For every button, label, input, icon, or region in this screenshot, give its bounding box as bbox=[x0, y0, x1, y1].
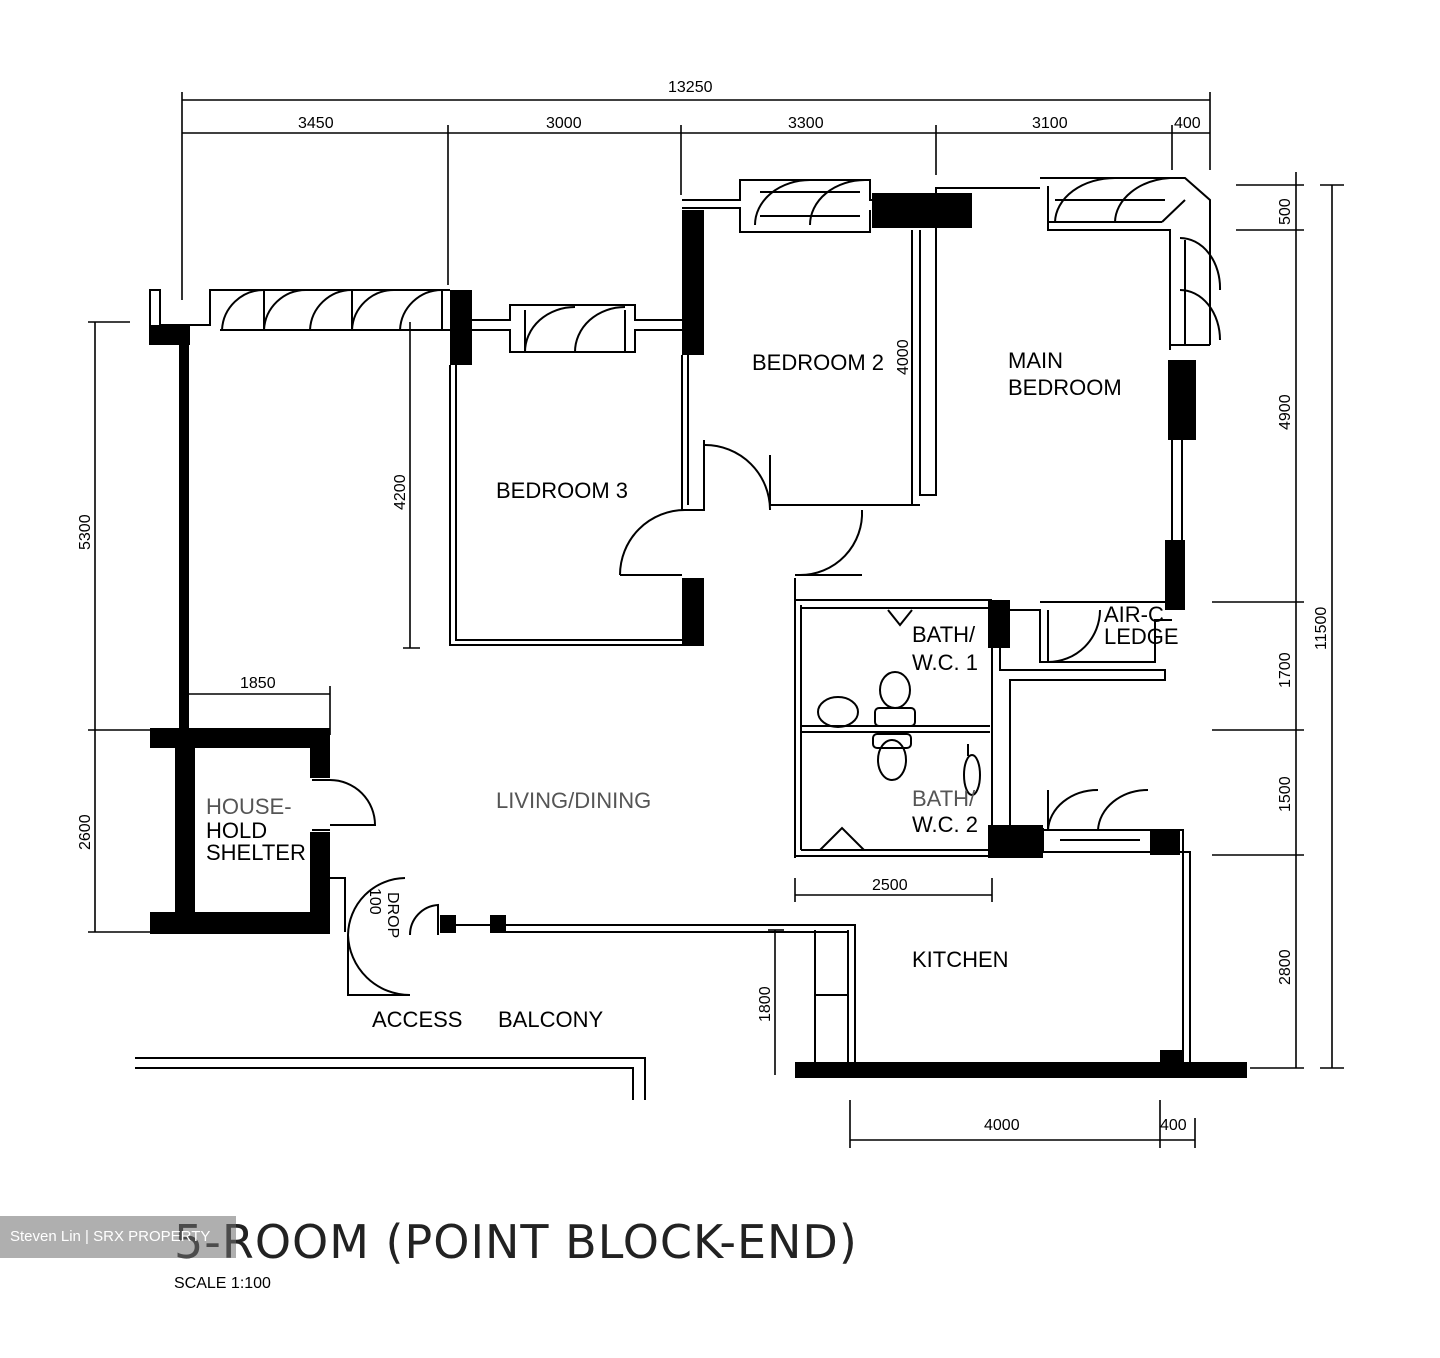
label-drop: DROP bbox=[384, 892, 401, 938]
dim-500: 500 bbox=[1277, 198, 1294, 225]
dim-3300: 3300 bbox=[788, 115, 824, 132]
label-main-bedroom-2: BEDROOM bbox=[1008, 375, 1122, 400]
label-balcony: BALCONY bbox=[498, 1007, 603, 1032]
dim-2500: 2500 bbox=[872, 877, 908, 894]
dim-3100: 3100 bbox=[1032, 115, 1068, 132]
dim-400-bottom: 400 bbox=[1160, 1117, 1187, 1134]
room-labels: BEDROOM 2 BEDROOM 3 MAIN BEDROOM BATH/ W… bbox=[206, 348, 1179, 1032]
dim-3000: 3000 bbox=[546, 115, 582, 132]
dim-4900: 4900 bbox=[1277, 394, 1294, 430]
label-bath-1-b: W.C. 1 bbox=[912, 650, 978, 675]
dim-2800: 2800 bbox=[1277, 949, 1294, 985]
dim-total-width: 13250 bbox=[668, 79, 713, 96]
plan-title: 5-ROOM (POINT BLOCK-END) bbox=[174, 1215, 858, 1269]
label-bath-2-b: W.C. 2 bbox=[912, 812, 978, 837]
label-bedroom-3: BEDROOM 3 bbox=[496, 478, 628, 503]
dim-1500: 1500 bbox=[1277, 776, 1294, 812]
plan-scale: SCALE 1:100 bbox=[174, 1275, 271, 1292]
label-access: ACCESS bbox=[372, 1007, 462, 1032]
dim-11500: 11500 bbox=[1313, 607, 1330, 650]
label-drop-100: 100 bbox=[366, 888, 383, 915]
label-aircon-ledge-b: LEDGE bbox=[1104, 624, 1179, 649]
dim-2600: 2600 bbox=[77, 814, 94, 850]
dim-4200: 4200 bbox=[392, 474, 409, 510]
dim-1850: 1850 bbox=[240, 675, 276, 692]
label-kitchen: KITCHEN bbox=[912, 947, 1009, 972]
dim-5300: 5300 bbox=[77, 514, 94, 550]
label-bath-2-a: BATH/ bbox=[912, 786, 976, 811]
dim-4000-bottom: 4000 bbox=[984, 1117, 1020, 1134]
watermark: Steven Lin | SRX PROPERTY bbox=[0, 1216, 236, 1258]
dim-1700: 1700 bbox=[1277, 652, 1294, 688]
dimension-labels: 13250 3450 3000 3300 3100 400 500 4900 1… bbox=[77, 79, 1330, 1134]
walls bbox=[135, 177, 1247, 1100]
label-aircon-ledge-a: AIR-C bbox=[1104, 602, 1164, 627]
dim-1800: 1800 bbox=[757, 986, 774, 1022]
dim-4000-bedroom2: 4000 bbox=[895, 339, 912, 375]
label-main-bedroom-1: MAIN bbox=[1008, 348, 1063, 373]
label-shelter-1: HOUSE- bbox=[206, 794, 292, 819]
dim-400-top: 400 bbox=[1174, 115, 1201, 132]
dim-3450: 3450 bbox=[298, 115, 334, 132]
label-bath-1-a: BATH/ bbox=[912, 622, 976, 647]
label-shelter-3: SHELTER bbox=[206, 840, 306, 865]
windows-and-doors bbox=[221, 177, 1222, 996]
dimension-lines bbox=[88, 92, 1344, 1148]
label-bedroom-2: BEDROOM 2 bbox=[752, 350, 884, 375]
label-shelter-2: HOLD bbox=[206, 818, 267, 843]
label-living-dining: LIVING/DINING bbox=[496, 788, 651, 813]
